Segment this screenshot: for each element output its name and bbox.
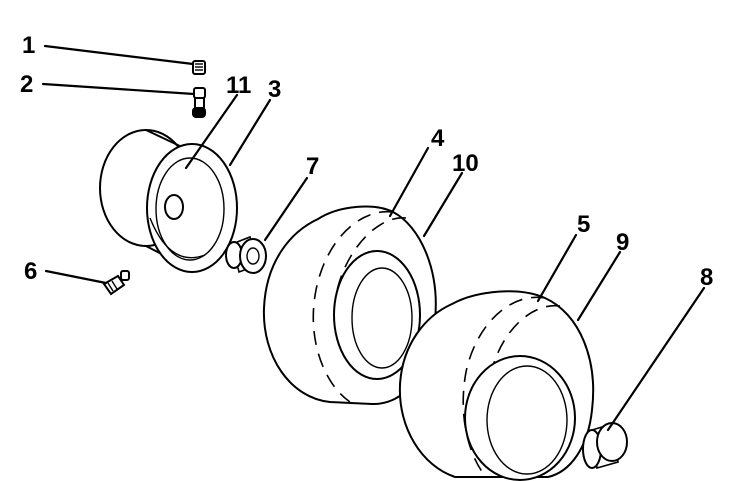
callout-7: 7: [306, 153, 319, 180]
valve-stem-icon: [192, 87, 206, 118]
leader-6: [44, 269, 108, 285]
leader-8: [606, 286, 706, 432]
leader-1: [43, 44, 195, 66]
rear-tire-icon: [398, 290, 595, 481]
leader-9: [576, 250, 622, 322]
grease-fitting-icon: [102, 270, 130, 296]
callout-9: 9: [616, 229, 629, 256]
leader-7: [263, 176, 309, 242]
callout-6: 6: [24, 258, 37, 285]
wheel-rim-icon: [99, 129, 238, 273]
callout-3: 3: [268, 76, 281, 103]
bearing-bushing-icon: [225, 235, 267, 274]
leader-5: [536, 233, 578, 303]
callout-5: 5: [577, 211, 590, 238]
bushing-icon: [582, 422, 628, 470]
callout-8: 8: [700, 264, 713, 291]
leader-3: [228, 98, 272, 167]
leader-2: [41, 82, 196, 96]
leader-lines: [41, 44, 706, 432]
leader-11: [184, 93, 239, 170]
callout-1: 1: [22, 32, 35, 59]
callout-11: 11: [226, 72, 251, 99]
valve-cap-icon: [192, 60, 206, 75]
leader-4: [388, 146, 430, 218]
callout-4: 4: [431, 125, 445, 152]
callout-10: 10: [452, 150, 479, 177]
callout-2: 2: [20, 71, 33, 98]
leader-10: [422, 171, 464, 238]
callout-labels: 1 2 11 3 4 10 7 6 5 9 8: [20, 32, 713, 291]
